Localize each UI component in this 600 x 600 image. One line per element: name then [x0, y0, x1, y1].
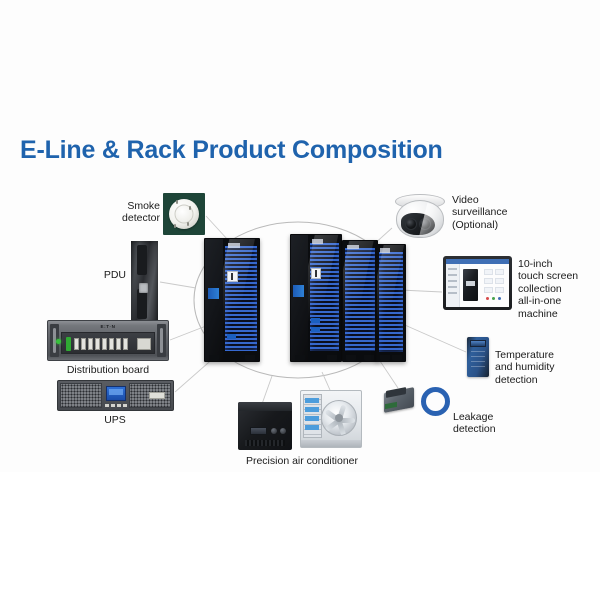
rack-foot	[209, 355, 219, 361]
rack-display	[226, 270, 238, 282]
ups-display	[105, 386, 126, 401]
touch-screen-all-in-one-icon	[443, 256, 512, 310]
temperature-humidity-label: Temperature and humidity detection	[495, 349, 555, 386]
touch-screen-label: 10-inch touch screen collection all-in-o…	[518, 258, 579, 320]
rack-foot	[364, 355, 374, 361]
rack-cabinet	[204, 238, 260, 362]
rack-foot	[380, 355, 390, 361]
rack-door	[308, 235, 341, 361]
ups-brand-mark	[149, 392, 165, 399]
rack-display	[311, 267, 322, 280]
leakage-detection-module-icon	[382, 386, 418, 416]
breaker-panel	[56, 332, 155, 354]
page-title: E-Line & Rack Product Composition	[20, 136, 443, 164]
rack-side-panel	[205, 239, 224, 361]
touch-screen-display	[446, 259, 509, 307]
ups-label: UPS	[104, 414, 126, 426]
rack-interior-glow	[345, 248, 375, 352]
ups-icon	[57, 380, 174, 411]
diagram-sheet: E-Line & Rack Product Composition	[0, 0, 600, 472]
video-surveillance-label: Video surveillance (Optional)	[452, 194, 508, 231]
rack-brand-mark	[311, 238, 324, 244]
rack-foot	[327, 355, 337, 361]
rack-badge	[207, 287, 219, 299]
leakage-detection-cable-icon	[421, 387, 450, 416]
rack-indicator-strip	[311, 318, 320, 324]
condenser-fan-icon	[321, 400, 357, 436]
rack-badge	[293, 285, 304, 297]
rack-indicator-strip	[311, 326, 320, 332]
pdu-icon	[131, 241, 158, 324]
rack-interior-glow	[378, 251, 404, 352]
rack-system	[204, 232, 406, 368]
rack-door	[377, 245, 405, 361]
rack-interior-glow	[309, 242, 340, 351]
camera-dome	[396, 200, 444, 238]
smoke-detector-label: Smoke detector	[122, 200, 160, 225]
rack-door	[343, 241, 377, 361]
rack-foot	[346, 355, 356, 361]
rack-brand-mark	[227, 242, 240, 248]
connector-lines	[159, 215, 467, 405]
rack-side-panel	[291, 235, 308, 361]
rack-cabinet	[342, 240, 378, 362]
distribution-board-icon: E:T·N	[47, 320, 169, 361]
rack-cabinet	[290, 234, 342, 362]
temperature-humidity-sensor-icon	[467, 337, 489, 377]
rack-foot	[245, 355, 255, 361]
rack-brand-mark	[347, 244, 359, 250]
rack-brand-mark	[380, 248, 390, 254]
rack-foot	[392, 355, 402, 361]
distribution-board-label: Distribution board	[66, 364, 150, 376]
rack-foot	[295, 355, 305, 361]
rack-cabinet	[376, 244, 406, 362]
smoke-detector-icon	[163, 193, 205, 235]
rack-door	[223, 239, 259, 361]
precision-air-conditioner-label: Precision air conditioner	[245, 455, 359, 467]
eaton-brand-mark: E:T·N	[100, 324, 116, 329]
rack-indicator-strip	[226, 334, 237, 340]
precision-ac-indoor-unit-icon	[238, 402, 292, 450]
rack-interior-glow	[225, 246, 257, 352]
video-surveillance-camera-icon	[393, 192, 447, 240]
precision-ac-outdoor-unit-icon	[300, 390, 362, 448]
pdu-label: PDU	[103, 269, 126, 281]
leakage-detection-label: Leakage detection	[453, 411, 496, 436]
